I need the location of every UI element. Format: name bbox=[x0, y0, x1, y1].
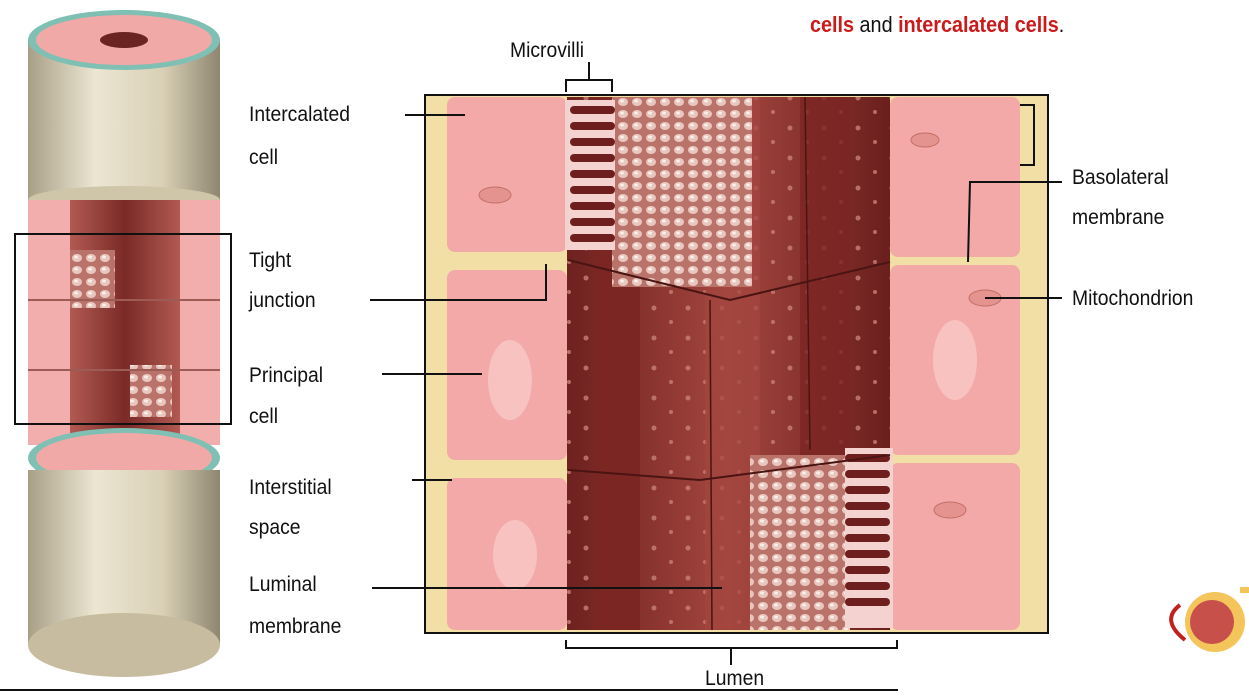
nucleus bbox=[488, 340, 532, 420]
intercalated-cell-left bbox=[447, 97, 567, 252]
lumen-bracket bbox=[566, 640, 897, 648]
mitochondrion-shape bbox=[934, 502, 966, 518]
glomerulus-icon bbox=[1171, 590, 1249, 652]
mitochondrion-shape bbox=[479, 187, 511, 203]
label-tight-1: Tight bbox=[249, 248, 291, 273]
label-tight-2: junction bbox=[249, 288, 316, 313]
nucleus bbox=[493, 520, 537, 590]
caption-term-1: cells bbox=[810, 12, 854, 37]
tube-top-lumen bbox=[100, 32, 148, 48]
label-basolateral-1: Basolateral bbox=[1072, 165, 1169, 190]
label-mitochondrion: Mitochondrion bbox=[1072, 286, 1193, 311]
nucleus bbox=[933, 320, 977, 400]
label-interstitial-1: Interstitial bbox=[249, 475, 332, 500]
intercalated-apical-surface-top bbox=[612, 97, 752, 287]
label-principal-2: cell bbox=[249, 404, 278, 429]
intercalated-cell-right-2 bbox=[890, 463, 1020, 630]
intercalated-apical-surface-bottom bbox=[750, 455, 850, 630]
label-lumen: Lumen bbox=[705, 666, 764, 691]
label-intercalated-1: Intercalated bbox=[249, 102, 350, 127]
microvilli-bracket bbox=[566, 80, 612, 92]
microvilli-row-bottom bbox=[845, 448, 893, 628]
tube-bottom-rim bbox=[28, 613, 220, 677]
caption-connector: and bbox=[854, 12, 898, 37]
tube-cutaway-intercalated-bottom bbox=[130, 365, 172, 417]
label-basolateral-2: membrane bbox=[1072, 205, 1164, 230]
tubule-overview bbox=[15, 10, 231, 677]
detail-panel bbox=[425, 95, 1048, 633]
label-interstitial-2: space bbox=[249, 515, 301, 540]
caption-period: . bbox=[1059, 12, 1065, 37]
label-intercalated-2: cell bbox=[249, 145, 278, 170]
intercalated-cell-right bbox=[890, 97, 1020, 257]
label-luminal-2: membrane bbox=[249, 614, 341, 639]
caption: cells and intercalated cells. bbox=[810, 12, 1064, 38]
mitochondrion-shape bbox=[911, 133, 939, 147]
microvilli-row-top bbox=[565, 100, 615, 250]
caption-term-2: intercalated cells bbox=[898, 12, 1059, 37]
label-luminal-1: Luminal bbox=[249, 572, 317, 597]
label-microvilli: Microvilli bbox=[510, 38, 584, 63]
label-principal-1: Principal bbox=[249, 363, 323, 388]
